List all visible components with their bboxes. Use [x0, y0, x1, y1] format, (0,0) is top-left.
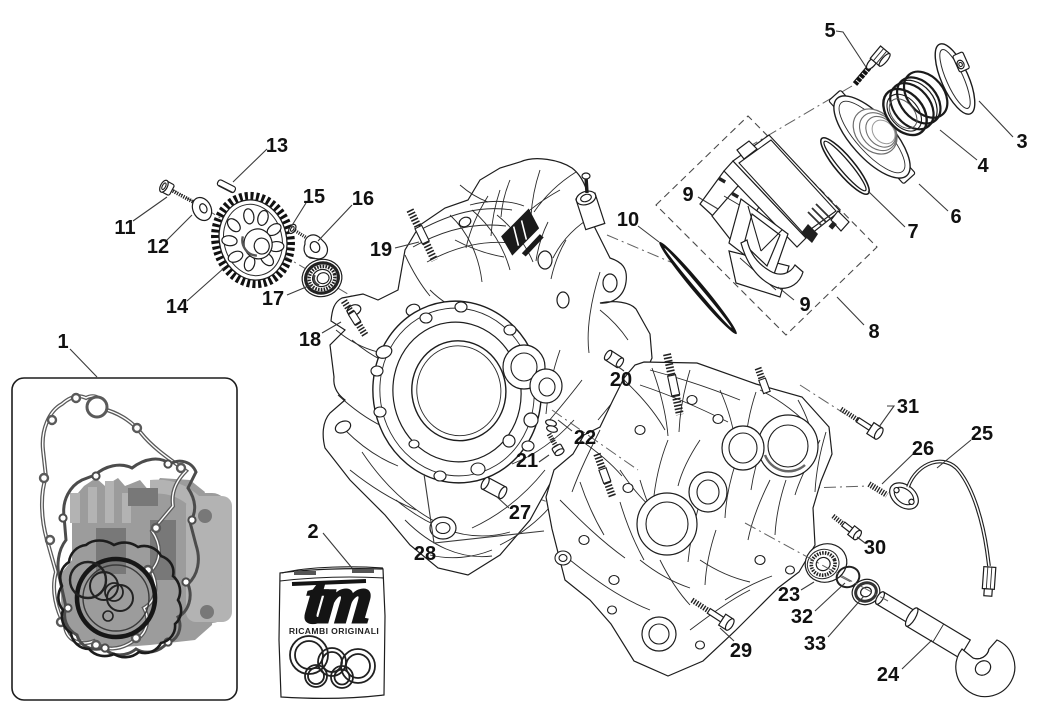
svg-text:22: 22 — [574, 427, 596, 449]
svg-text:28: 28 — [414, 543, 436, 565]
svg-text:33: 33 — [804, 633, 826, 655]
svg-text:12: 12 — [147, 236, 169, 258]
svg-text:30: 30 — [864, 537, 886, 559]
svg-text:18: 18 — [299, 329, 321, 351]
svg-text:2: 2 — [307, 521, 318, 543]
svg-text:8: 8 — [868, 321, 879, 343]
svg-text:26: 26 — [912, 438, 934, 460]
svg-text:27: 27 — [509, 502, 531, 524]
svg-text:21: 21 — [516, 450, 538, 472]
svg-text:9: 9 — [799, 294, 810, 316]
svg-text:10: 10 — [617, 209, 639, 231]
svg-text:7: 7 — [907, 221, 918, 243]
svg-text:23: 23 — [778, 584, 800, 606]
svg-text:RICAMBI ORIGINALI: RICAMBI ORIGINALI — [289, 626, 379, 636]
svg-text:20: 20 — [610, 369, 632, 391]
svg-text:25: 25 — [971, 423, 993, 445]
svg-text:14: 14 — [166, 296, 189, 318]
svg-text:3: 3 — [1016, 131, 1027, 153]
svg-text:11: 11 — [114, 217, 135, 239]
svg-text:5: 5 — [824, 20, 835, 42]
svg-text:15: 15 — [303, 186, 325, 208]
svg-text:4: 4 — [977, 155, 989, 177]
svg-text:16: 16 — [352, 188, 374, 210]
svg-text:32: 32 — [791, 606, 813, 628]
svg-text:9: 9 — [682, 184, 693, 206]
svg-text:31: 31 — [897, 396, 919, 418]
svg-text:tm: tm — [302, 561, 374, 637]
svg-text:13: 13 — [266, 135, 288, 157]
svg-text:29: 29 — [730, 640, 752, 662]
svg-text:6: 6 — [950, 206, 961, 228]
svg-text:1: 1 — [57, 331, 68, 353]
svg-text:17: 17 — [262, 288, 284, 310]
svg-text:19: 19 — [370, 239, 392, 261]
svg-text:24: 24 — [877, 664, 900, 686]
